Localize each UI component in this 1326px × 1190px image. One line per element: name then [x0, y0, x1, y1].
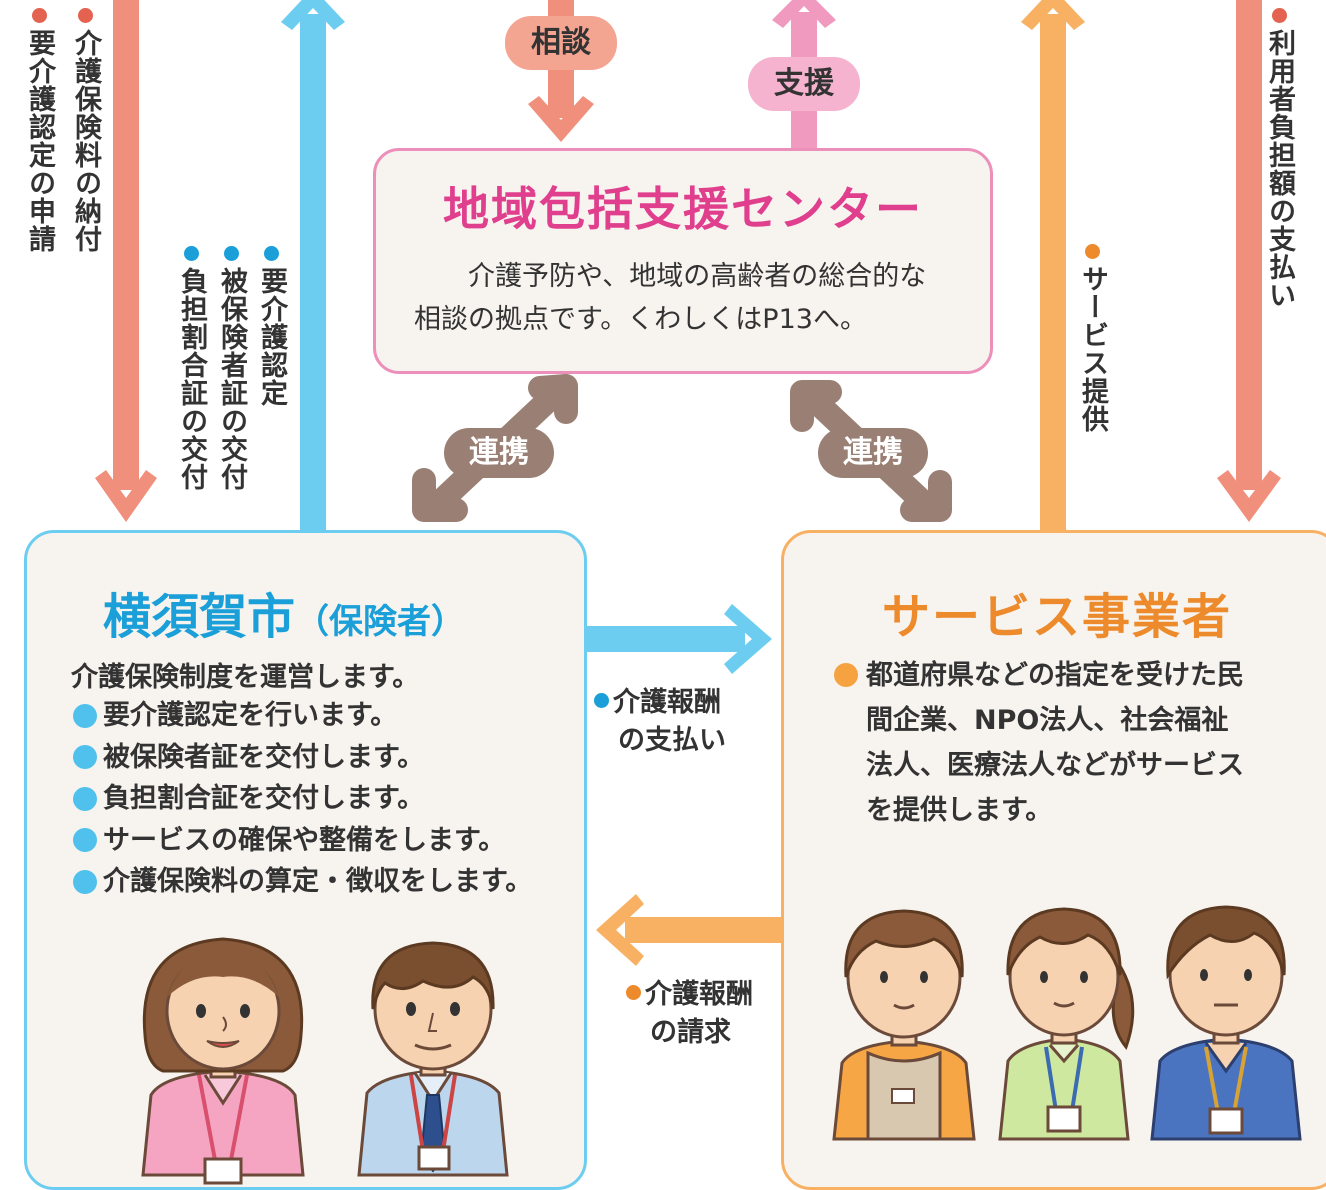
bullet-icon: [73, 703, 97, 728]
city-staff-illustration: [141, 937, 509, 1185]
bullet-icon: [73, 745, 97, 770]
claim-arrow: [596, 894, 783, 966]
community-center-title: 地域包括支援センター: [443, 182, 923, 236]
copayment-arrow: [1217, 0, 1281, 522]
bullet-icon: [73, 828, 97, 853]
list-item: サービスの確保や整備をします。: [73, 820, 532, 862]
bullet-dot-icon: [626, 985, 641, 1000]
copayment-label: 利用者負担額の支払い: [1264, 8, 1295, 309]
premium-payment-arrow: [95, 0, 157, 522]
worker-green-figure: [998, 907, 1135, 1141]
provider-description: 都道府県などの指定を受けた民 間企業、NPO法人、社会福祉 法人、医療法人などが…: [866, 660, 1244, 826]
list-item: 被保険者証を交付します。: [73, 737, 532, 779]
bullet-dot-icon: [77, 8, 93, 23]
city-title: 横須賀市（保険者）: [103, 589, 466, 645]
bullet-dot-icon: [183, 246, 199, 261]
worker-apron-figure: [832, 909, 976, 1141]
woman-staff-figure: [141, 937, 305, 1185]
worker-blue-figure: [1150, 905, 1302, 1141]
claim-label: 介護報酬 の請求: [626, 976, 753, 1052]
list-item: 介護保険料の算定・徴収をします。: [73, 861, 532, 903]
payment-label: 介護報酬 の支払い: [594, 684, 726, 760]
service-provision-arrow: [1021, 0, 1085, 534]
list-item: 要介護認定を行います。: [73, 695, 532, 737]
certification-application-label: 要介護認定の申請: [24, 8, 55, 253]
insurance-card-label: 被保険者証の交付: [216, 246, 247, 491]
bullet-icon: [73, 869, 97, 894]
bullet-dot-icon: [1271, 8, 1287, 23]
support-badge: 支援: [748, 57, 860, 111]
community-center-box: 地域包括支援センター 介護予防や、地域の高齢者の総合的な 相談の拠点です。くわし…: [373, 148, 993, 374]
provider-box: サービス事業者 都道府県などの指定を受けた民 間企業、NPO法人、社会福祉 法人…: [781, 530, 1326, 1190]
man-staff-figure: [357, 941, 509, 1177]
bullet-dot-icon: [223, 246, 239, 261]
premium-payment-label: 介護保険料の納付: [70, 8, 101, 253]
provider-title: サービス事業者: [882, 589, 1233, 645]
cooperation-label-left: 連携: [444, 428, 554, 478]
payment-arrow: [585, 604, 772, 674]
certification-label: 要介護認定: [256, 246, 287, 407]
community-center-description: 介護予防や、地域の高齢者の総合的な 相談の拠点です。くわしくはP13へ。: [414, 261, 927, 335]
burden-ratio-card-label: 負担割合証の交付: [176, 246, 207, 491]
service-provision-label: サービス提供: [1077, 244, 1108, 433]
city-intro: 介護保険制度を運営します。: [71, 662, 420, 693]
provider-staff-illustration: [832, 905, 1302, 1141]
certification-arrow: [281, 0, 345, 530]
bullet-dot-icon: [263, 246, 279, 261]
bullet-dot-icon: [31, 8, 47, 23]
bullet-icon: [73, 786, 97, 811]
bullet-dot-icon: [1084, 244, 1100, 259]
city-duties-list: 要介護認定を行います。 被保険者証を交付します。 負担割合証を交付します。 サー…: [73, 695, 532, 903]
city-box: 横須賀市（保険者） 介護保険制度を運営します。 要介護認定を行います。 被保険者…: [24, 530, 587, 1190]
cooperation-label-right: 連携: [818, 428, 928, 478]
consult-badge: 相談: [505, 16, 617, 70]
bullet-dot-icon: [594, 693, 609, 708]
list-item: 負担割合証を交付します。: [73, 778, 532, 820]
bullet-icon: [834, 663, 858, 687]
